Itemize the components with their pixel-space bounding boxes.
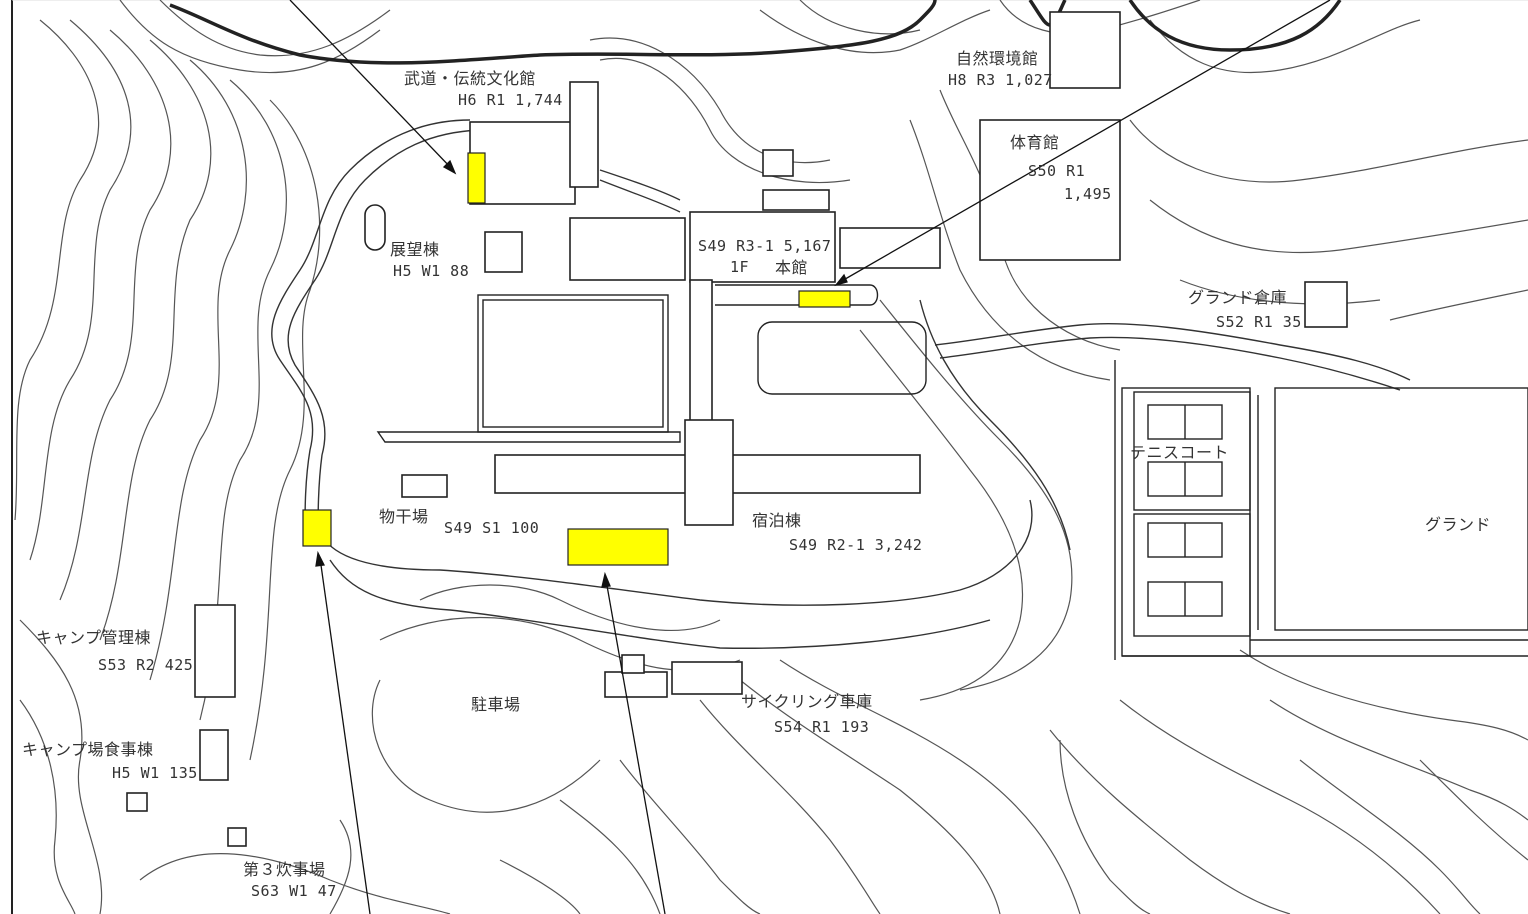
- label-camp-kanri-stat: S53 R2 425: [98, 656, 194, 674]
- shukuhaku-core: [684, 419, 734, 526]
- label-camp-shokudo-stat: H5 W1 135: [112, 764, 198, 782]
- cycling-building-1: [604, 671, 668, 698]
- gym-building: [979, 119, 1121, 261]
- label-tennis: テニスコート: [1130, 443, 1230, 462]
- label-monohoshi-name: 物干場: [379, 507, 429, 526]
- highlight-monohoshi: [302, 509, 332, 547]
- cycling-building-2: [671, 661, 743, 695]
- label-budo-name: 武道・伝統文化館: [404, 69, 537, 88]
- grounds: [376, 284, 1528, 660]
- label-shukuhaku-stat: S49 R2-1 3,242: [789, 536, 923, 554]
- small-square: [126, 792, 148, 812]
- label-parking: 駐車場: [471, 695, 521, 714]
- label-tenbou-stat: H5 W1 88: [393, 262, 470, 280]
- label-cycling-name: サイクリング車庫: [741, 692, 873, 711]
- highlights: [302, 152, 851, 566]
- label-honkan-stat: S49 R3-1 5,167: [698, 237, 832, 255]
- label-shukuhaku-name: 宿泊棟: [752, 511, 802, 530]
- highlight-parking: [567, 528, 669, 566]
- camp-kanri-building: [194, 604, 236, 698]
- label-gym-area: 1,495: [1064, 185, 1112, 203]
- budo-annex: [569, 81, 599, 188]
- leader-lines: [289, 0, 1331, 914]
- highlight-budo: [467, 152, 486, 204]
- ground-souko-building: [1304, 281, 1348, 328]
- label-shizen-name: 自然環境館: [956, 49, 1039, 68]
- label-ground-souko-name: グランド倉庫: [1188, 288, 1288, 307]
- label-honkan-floor: 1F: [730, 258, 750, 276]
- tenbou-building: [364, 204, 386, 251]
- honkan: [689, 211, 836, 283]
- label-camp-shokudo-name: キャンプ場食事棟: [22, 740, 154, 759]
- budo-building: [469, 121, 576, 205]
- monohoshi-building: [401, 474, 448, 498]
- corridor: [689, 279, 713, 431]
- label-suijiba-name: 第３炊事場: [243, 860, 326, 879]
- label-gym-stat: S50 R1: [1028, 162, 1086, 180]
- main-road: [169, 0, 1342, 65]
- label-shizen-stat: H8 R3 1,027: [948, 71, 1053, 89]
- small-block-2: [762, 189, 830, 211]
- roads: [271, 119, 1411, 649]
- label-monohoshi-stat: S49 S1 100: [444, 519, 540, 537]
- label-suijiba-stat: S63 W1 47: [251, 882, 337, 900]
- highlight-honkan: [798, 290, 851, 308]
- label-ground: グランド: [1425, 515, 1492, 534]
- label-cycling-stat: S54 R1 193: [774, 718, 870, 736]
- shizen-building: [1049, 11, 1121, 89]
- label-ground-souko-stat: S52 R1 35: [1216, 313, 1302, 331]
- small-building: [484, 231, 523, 273]
- label-honkan-name: 本館: [775, 258, 809, 277]
- small-block: [762, 149, 794, 177]
- label-tenbou-name: 展望棟: [390, 240, 440, 259]
- label-budo-stat: H6 R1 1,744: [458, 91, 563, 109]
- suijiba-building: [227, 827, 247, 847]
- cycling-building-3: [621, 654, 645, 674]
- camp-shokudo-building: [199, 729, 229, 781]
- honkan-west: [569, 217, 686, 281]
- honkan-east: [839, 227, 941, 269]
- building-outlines: [126, 11, 1348, 847]
- label-gym-name: 体育館: [1010, 133, 1060, 152]
- label-camp-kanri-name: キャンプ管理棟: [36, 628, 152, 647]
